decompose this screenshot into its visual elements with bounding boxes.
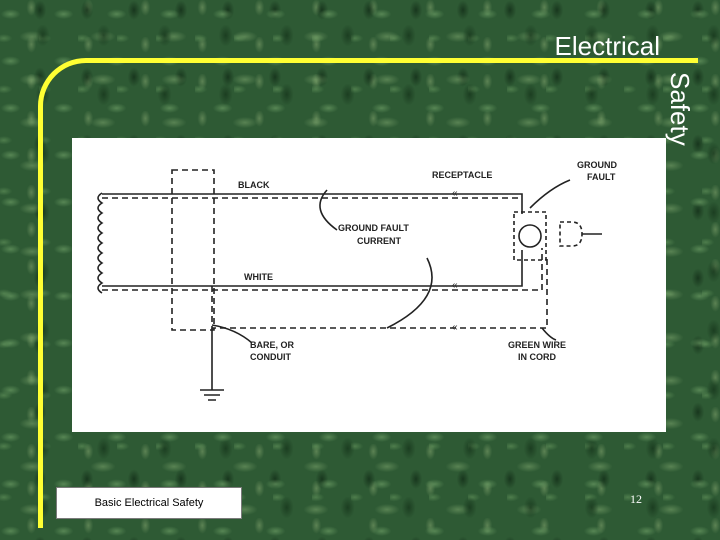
black-wire (102, 193, 523, 214)
label-in-cord: IN CORD (518, 352, 557, 362)
label-conduit: CONDUIT (250, 352, 291, 362)
service-panel (171, 169, 215, 331)
yellow-frame (38, 58, 698, 528)
slide-title: Electrical (554, 31, 660, 61)
label-ground: GROUND (577, 160, 617, 170)
label-white: WHITE (244, 272, 273, 282)
label-fault: FAULT (587, 172, 616, 182)
arrow-marker-3: « (452, 322, 458, 333)
wiring-diagram-svg: « « « BLACK RECEPTACLE GROUND FAULT GROU… (97, 160, 617, 401)
transformer-coil (97, 192, 104, 294)
footer-label: Basic Electrical Safety (56, 487, 242, 519)
label-receptacle: RECEPTACLE (432, 170, 492, 180)
label-current: CURRENT (357, 236, 402, 246)
receptacle (518, 224, 542, 248)
ground-fault-diagram: « « « BLACK RECEPTACLE GROUND FAULT GROU… (72, 138, 666, 432)
page-number: 12 (630, 492, 642, 506)
label-black: BLACK (238, 180, 270, 190)
ground-symbol (200, 389, 224, 401)
slide-title-vertical: Safety (665, 72, 695, 146)
white-wire (102, 250, 523, 287)
label-bare-or: BARE, OR (250, 340, 295, 350)
arrow-marker-1: « (452, 188, 458, 199)
label-green-wire: GREEN WIRE (508, 340, 566, 350)
arrow-marker-2: « (452, 280, 458, 291)
label-ground-fault: GROUND FAULT (338, 223, 409, 233)
bare-ground-wire (211, 258, 548, 329)
plug (559, 221, 583, 247)
